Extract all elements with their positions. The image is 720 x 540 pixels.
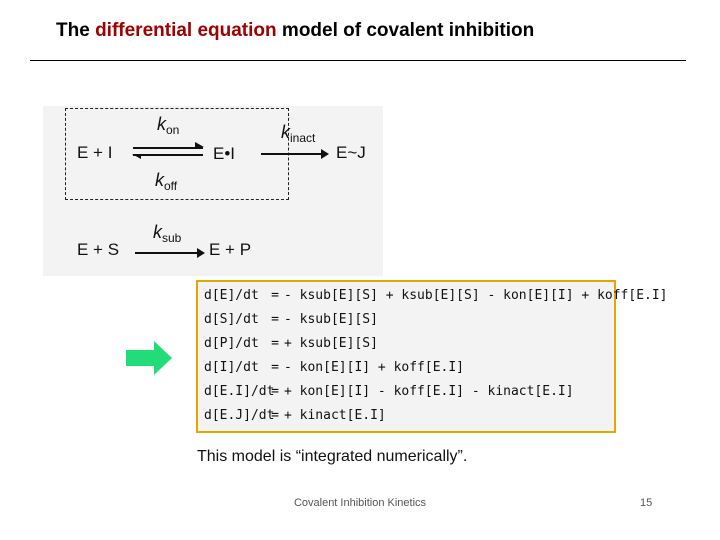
equals-sign: = (271, 336, 279, 351)
species-ej: E~J (336, 143, 366, 162)
equation-row: d[E.J]/dt= + kinact[E.I] (204, 404, 386, 428)
equation-row: d[S]/dt = - ksub[E][S] (204, 308, 378, 332)
equation-lhs: d[P]/dt (204, 336, 259, 351)
title-post: model of covalent inhibition (276, 20, 535, 41)
green-right-arrow-icon (126, 341, 172, 375)
reaction-scheme: kon E + I E•I koff kinact E~J ksub E + S… (43, 106, 383, 276)
equation-rhs: + kinact[E.I] (284, 408, 386, 423)
rate-kon: kon (157, 114, 180, 137)
species-e-plus-p: E + P (209, 240, 252, 259)
species-e-plus-i: E + I (77, 143, 113, 162)
equation-rhs: - ksub[E][S] + ksub[E][S] - kon[E][I] + … (284, 288, 668, 303)
rate-ksub: ksub (153, 222, 182, 245)
equation-lhs: d[E]/dt (204, 288, 259, 303)
equation-lhs: d[S]/dt (204, 312, 259, 327)
species-e-plus-s: E + S (77, 240, 120, 259)
equals-sign: = (271, 408, 279, 423)
equation-lhs: d[E.I]/dt (204, 384, 275, 399)
page-number: 15 (640, 497, 653, 509)
equals-sign: = (271, 384, 279, 399)
equation-row: d[I]/dt = - kon[E][I] + koff[E.I] (204, 356, 464, 380)
equation-lhs: d[E.J]/dt (204, 408, 275, 423)
species-ei: E•I (213, 144, 236, 163)
slide-title: The differential equation model of coval… (56, 20, 534, 42)
substrate-turnover-arrow (135, 248, 205, 258)
rate-koff: koff (155, 170, 178, 193)
equation-rhs: - kon[E][I] + koff[E.I] (284, 360, 465, 375)
title-accent: differential equation (95, 20, 277, 41)
title-pre: The (56, 20, 96, 41)
equation-row: d[P]/dt = + ksub[E][S] (204, 332, 378, 356)
equation-rhs: + kon[E][I] - koff[E.I] - kinact[E.I] (284, 384, 574, 399)
forward-binding-arrow (133, 142, 204, 149)
equation-row: d[E.I]/dt= + kon[E][I] - koff[E.I] - kina… (204, 380, 574, 404)
title-divider (30, 60, 686, 61)
equation-row: d[E]/dt = - ksub[E][S] + ksub[E][S] - kon[… (204, 284, 668, 308)
equals-sign: = (271, 288, 279, 303)
rate-equations-box: d[E]/dt = - ksub[E][S] + ksub[E][S] - kon[… (196, 280, 668, 433)
rate-kinact: kinact (281, 122, 316, 145)
equation-lhs: d[I]/dt (204, 360, 259, 375)
equals-sign: = (271, 312, 279, 327)
equation-rhs: - ksub[E][S] (284, 312, 378, 327)
inactivation-arrow (261, 149, 329, 159)
equation-rhs: + ksub[E][S] (284, 336, 378, 351)
equals-sign: = (271, 360, 279, 375)
caption-text: This model is “integrated numerically”. (197, 448, 468, 465)
slide-footer: Covalent Inhibition Kinetics (293, 497, 427, 509)
reverse-binding-arrow (132, 154, 203, 159)
